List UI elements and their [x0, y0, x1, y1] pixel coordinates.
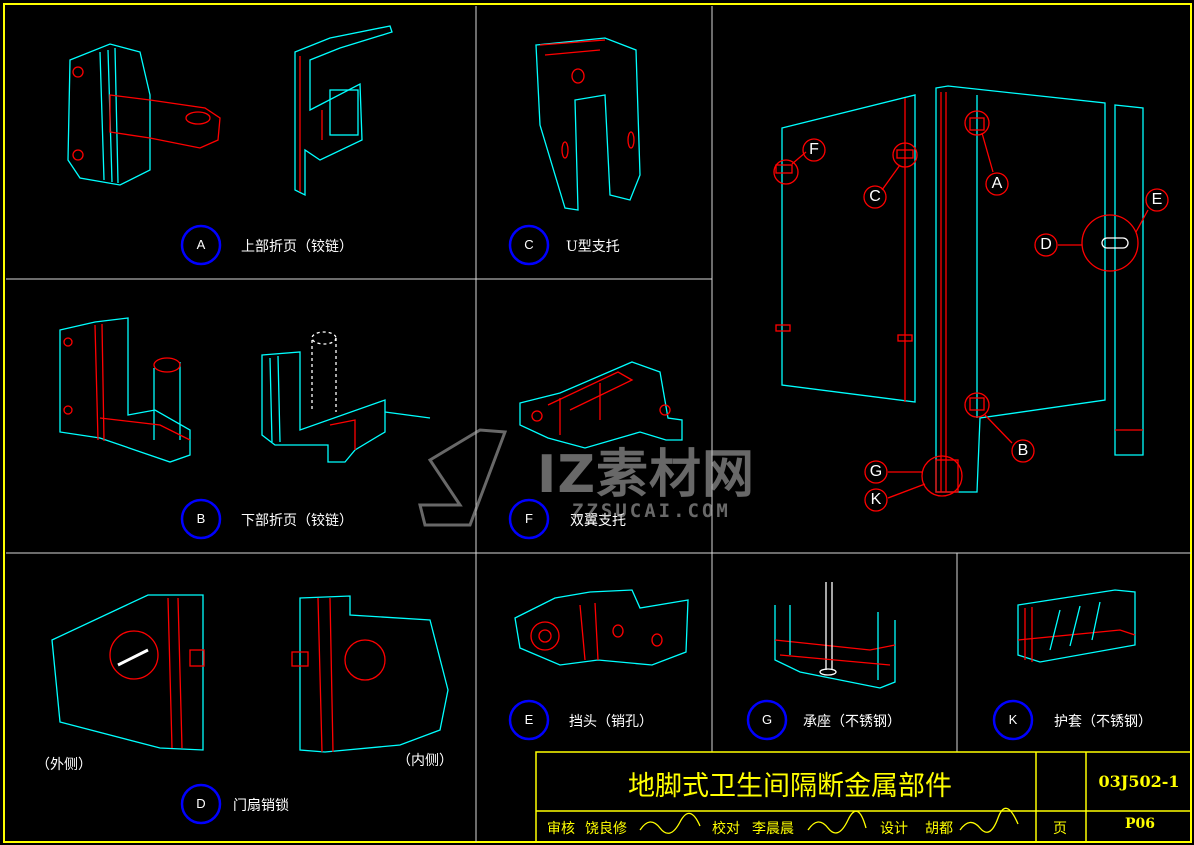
design-label: 设计 — [880, 821, 908, 837]
assembly-point-g: G — [869, 463, 883, 480]
page-value: P06 — [1125, 816, 1156, 832]
part-g-drawing — [774, 582, 896, 689]
review-name: 饶良修 — [585, 821, 627, 837]
assembly-point-c: C — [869, 188, 881, 205]
page-label: 页 — [1053, 821, 1067, 837]
assembly-point-b: B — [1017, 442, 1029, 459]
part-c-drawing — [535, 37, 641, 211]
part-e-drawing — [514, 589, 689, 666]
assembly-drawing — [773, 85, 1169, 512]
assembly-point-a: A — [991, 175, 1003, 192]
part-b-drawing — [59, 317, 431, 463]
part-c-letter: C — [524, 237, 534, 252]
part-f-drawing — [519, 361, 683, 449]
part-f-name: 双翼支托 — [570, 513, 626, 529]
design-name: 胡都 — [925, 821, 953, 837]
part-d-drawing — [51, 594, 449, 753]
watermark-url: ZZSUCAI.COM — [572, 500, 731, 522]
part-g-letter: G — [761, 712, 773, 727]
watermark-logo — [418, 428, 508, 527]
part-k-letter: K — [1008, 712, 1018, 727]
grid-lines — [6, 6, 1191, 842]
assembly-point-e: E — [1151, 191, 1163, 208]
part-f-letter: F — [525, 511, 533, 526]
part-c-name: U型支托 — [566, 239, 620, 255]
part-label-circles — [180, 224, 1034, 825]
outer-side-label: （外侧） — [36, 757, 92, 773]
part-g-name: 承座（不锈钢） — [803, 714, 901, 730]
inner-side-label: （内侧） — [397, 753, 453, 769]
part-b-name: 下部折页（铰链） — [241, 513, 353, 529]
part-k-name: 护套（不锈钢） — [1054, 714, 1152, 730]
part-b-letter: B — [196, 511, 206, 526]
review-label: 审核 — [547, 821, 575, 837]
assembly-point-f: F — [809, 141, 819, 158]
part-e-name: 挡头（销孔） — [569, 714, 653, 730]
drawing-code: 03J502-1 — [1098, 772, 1180, 791]
part-d-name: 门扇销锁 — [233, 798, 289, 814]
assembly-point-k: K — [870, 491, 882, 508]
assembly-point-d: D — [1040, 236, 1052, 253]
check-name: 李晨晨 — [752, 821, 794, 837]
part-k-drawing — [1017, 589, 1136, 663]
part-a-name: 上部折页（铰链） — [241, 239, 353, 255]
watermark-brand: IZ素材网 — [537, 445, 756, 505]
check-label: 校对 — [712, 821, 740, 837]
part-a-letter: A — [196, 237, 206, 252]
drawing-title: 地脚式卫生间隔断金属部件 — [628, 771, 952, 802]
part-e-letter: E — [524, 712, 534, 727]
part-a-drawing — [67, 25, 393, 197]
part-d-letter: D — [196, 796, 206, 811]
